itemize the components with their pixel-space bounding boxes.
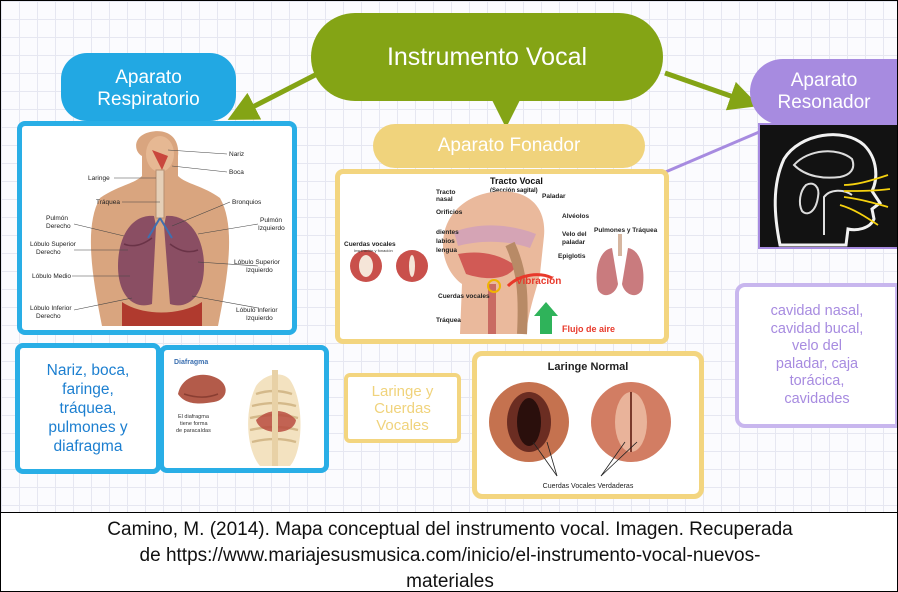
respiratory-anatomy-image: Nariz Boca Laringe Tráquea Bronquios Pul… (17, 121, 297, 335)
label-dientes: dientes (436, 229, 459, 236)
label-tracto-nasal-1: Tracto (436, 189, 456, 196)
label-labios: labios (436, 238, 455, 245)
label-vibracion: Vibración (516, 276, 561, 287)
label-lobulo-sup-izq-1: Lóbulo Superior (234, 259, 281, 266)
laringe-caption: Cuerdas Vocales Verdaderas (543, 483, 634, 490)
fonador-description: Laringe y Cuerdas Vocales (344, 373, 461, 443)
label-flujo: Flujo de aire (562, 324, 615, 334)
tract-subtitle: (Sección sagital) (490, 188, 538, 194)
label-pulmones-panel: Pulmones y Tráquea (594, 227, 658, 234)
fonador-title: Aparato Fonador (437, 135, 581, 156)
label-lobulo-medio: Lóbulo Medio (32, 273, 71, 280)
label-traquea-tract: Tráquea (436, 317, 461, 324)
respiratorio-node[interactable]: Aparato Respiratorio (61, 53, 236, 121)
label-lobulo-inf-izq-1: Lóbulo Inferior (236, 307, 278, 314)
arrow-to-resonador (664, 70, 760, 111)
label-cuerdas-panel-2: Inspiración y fonación (354, 248, 393, 253)
label-pulmon-izquierdo-1: Pulmón (260, 217, 282, 224)
label-nariz: Nariz (229, 151, 244, 158)
label-pulmon-izquierdo-2: Izquierdo (258, 225, 285, 232)
reso-desc-line: cavidad nasal, (770, 303, 864, 319)
resp-desc-line: diafragma (53, 438, 123, 455)
reso-desc-line: cavidades (784, 390, 850, 407)
resp-desc-line: faringe, (62, 381, 114, 398)
main-topic-node[interactable]: Instrumento Vocal (311, 13, 663, 101)
label-cuerdas-panel-1: Cuerdas vocales (344, 241, 396, 248)
diafragma-note-3: de paracaídas (176, 428, 211, 434)
reso-desc-line: torácica, (789, 373, 845, 389)
label-paladar: Paladar (542, 193, 566, 200)
respiratorio-description: Nariz, boca, faringe, tráquea, pulmones … (15, 343, 161, 474)
reso-desc-line: velo del (792, 338, 842, 354)
fon-desc-line: Laringe y (371, 382, 434, 400)
resonador-node[interactable]: Aparato Resonador (750, 59, 897, 125)
resonador-title-line2: Resonador (777, 92, 871, 113)
respiratorio-title-line2: Respiratorio (97, 89, 200, 110)
main-topic-label: Instrumento Vocal (386, 42, 588, 71)
arrow-to-respiratorio (227, 70, 321, 120)
resonador-title-line1: Aparato (790, 70, 858, 91)
label-lobulo-inf-izq-2: Izquierdo (246, 315, 273, 322)
label-lobulo-sup-der-2: Derecho (36, 249, 61, 256)
label-tracto-nasal-2: nasal (436, 196, 453, 203)
label-alveolos: Alvéolos (562, 213, 589, 220)
label-velo-2: paladar (562, 239, 586, 246)
tract-title: Tracto Vocal (490, 176, 543, 186)
diafragma-note-1: El diafragma (178, 414, 210, 420)
laringe-title: Laringe Normal (548, 361, 629, 373)
resp-desc-line: Nariz, boca, (46, 362, 130, 379)
fon-desc-line: Cuerdas (374, 399, 431, 417)
label-lobulo-inf-der-1: Lóbulo Inferior (30, 305, 72, 312)
diaphragm-image: Diafragma El diafragma tiene forma de pa… (159, 345, 329, 473)
caption-line-1: Camino, M. (2014). Mapa conceptual del i… (107, 519, 793, 540)
diafragma-title: Diafragma (174, 359, 208, 366)
reso-desc-line: cavidad bucal, (770, 320, 864, 337)
respiratorio-title-line1: Aparato (115, 67, 182, 88)
label-velo-1: Velo del (562, 231, 587, 238)
label-pulmon-derecho-1: Pulmón (46, 215, 68, 222)
label-boca: Boca (229, 169, 244, 176)
concept-map-board: Instrumento Vocal Aparato Respiratorio A… (1, 1, 897, 512)
label-cuerdas-vocales: Cuerdas vocales (438, 293, 490, 300)
label-epiglotis: Epiglotis (558, 253, 586, 260)
diafragma-note-2: tiene forma (180, 421, 208, 427)
label-traquea: Tráquea (96, 199, 120, 206)
source-caption: Camino, M. (2014). Mapa conceptual del i… (1, 512, 897, 592)
resonator-head-image (758, 123, 897, 249)
fon-desc-line: Vocales (376, 416, 429, 434)
vocal-tract-image: Tracto Vocal (Sección sagital) (335, 169, 669, 344)
resonador-description: cavidad nasal, cavidad bucal, velo del p… (735, 283, 897, 428)
reso-desc-line: paladar, caja (775, 355, 859, 372)
label-lobulo-sup-izq-2: Izquierdo (246, 267, 273, 274)
label-pulmon-derecho-2: Derecho (46, 223, 71, 230)
resp-desc-line: pulmones y (48, 419, 128, 436)
label-laringe: Laringe (88, 175, 110, 182)
caption-line-2: de https://www.mariajesusmusica.com/inic… (139, 545, 761, 566)
fonador-node[interactable]: Aparato Fonador (373, 124, 645, 168)
label-bronquios: Bronquios (232, 199, 262, 206)
label-orificios: Orificios (436, 209, 463, 216)
larynx-image: Laringe Normal Cuerdas Vocales Verdadera… (472, 351, 704, 499)
label-lobulo-inf-der-2: Derecho (36, 313, 61, 320)
resp-desc-line: tráquea, (59, 400, 117, 417)
label-lobulo-sup-der-1: Lóbulo Superior (30, 241, 77, 248)
label-lengua: lengua (436, 247, 457, 254)
caption-line-3: materiales (406, 571, 494, 592)
